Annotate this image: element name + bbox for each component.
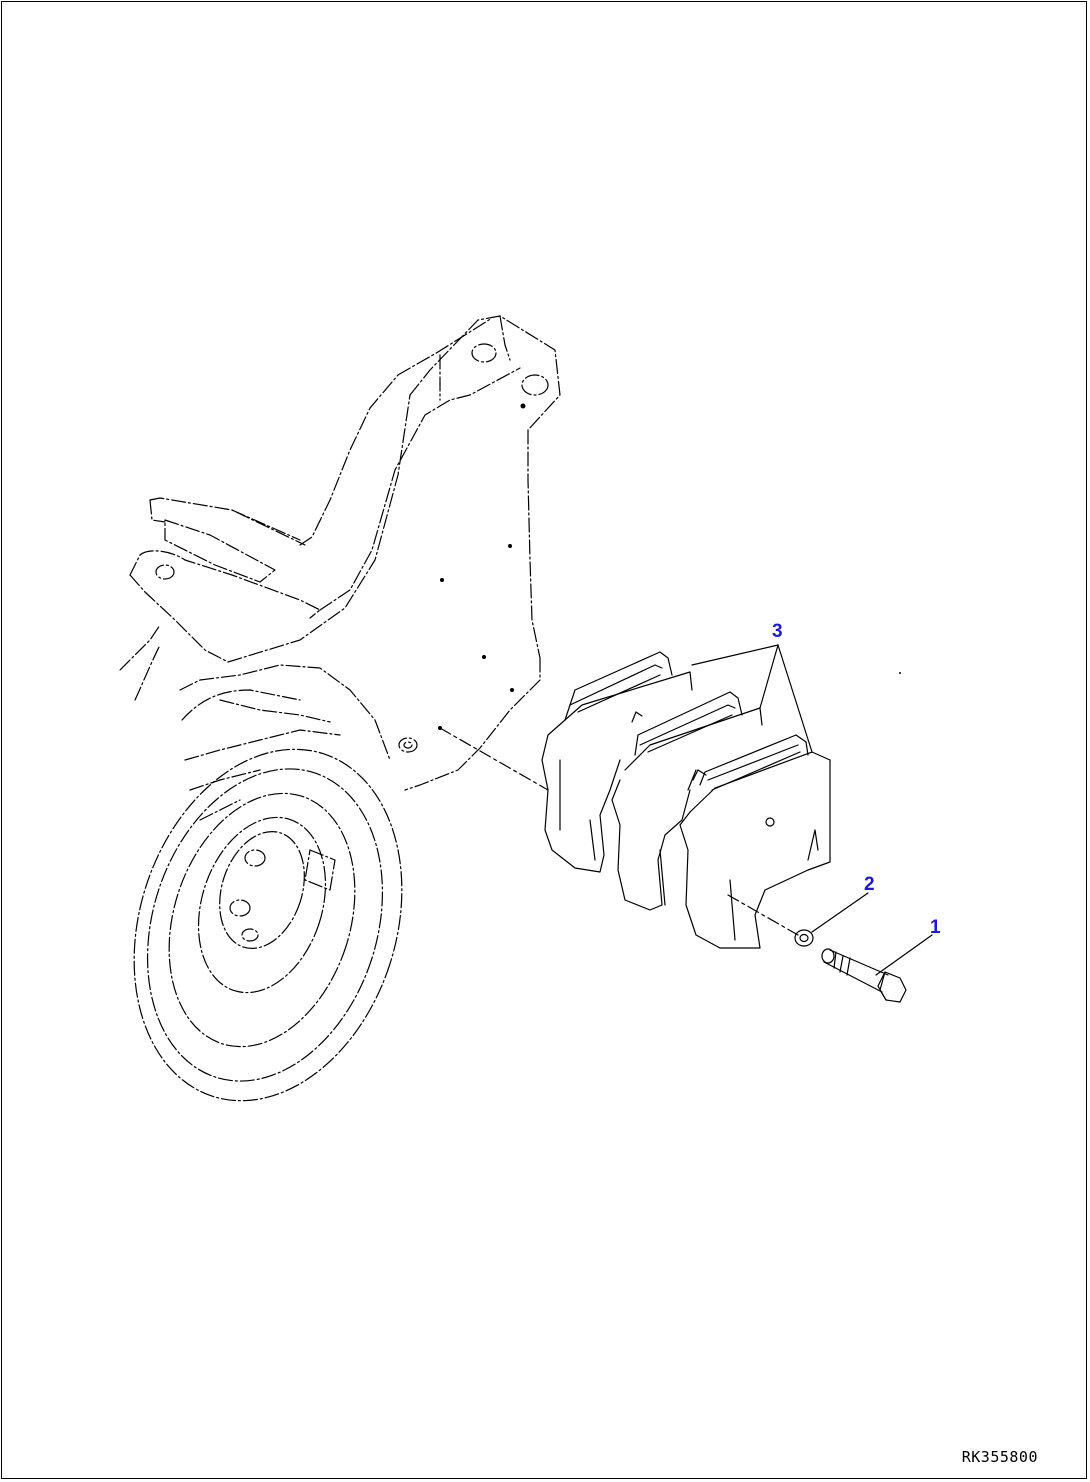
counterweight-rear [541,651,693,873]
stray-dot [899,672,901,674]
counterweight-middle [611,691,763,911]
counterweight-front [679,734,831,949]
callout-2: 2 [864,874,875,895]
frame-bolt-holes [438,403,526,730]
drawing-code: RK355800 [961,1448,1038,1466]
callout-3: 3 [772,621,783,642]
assembly-center-lines [439,727,799,936]
leader-lines [691,644,933,976]
washer [794,929,814,947]
callout-1: 1 [930,917,941,938]
bolt [821,948,907,1003]
frame-bracket [119,315,561,791]
axle-and-tire [133,664,403,1102]
